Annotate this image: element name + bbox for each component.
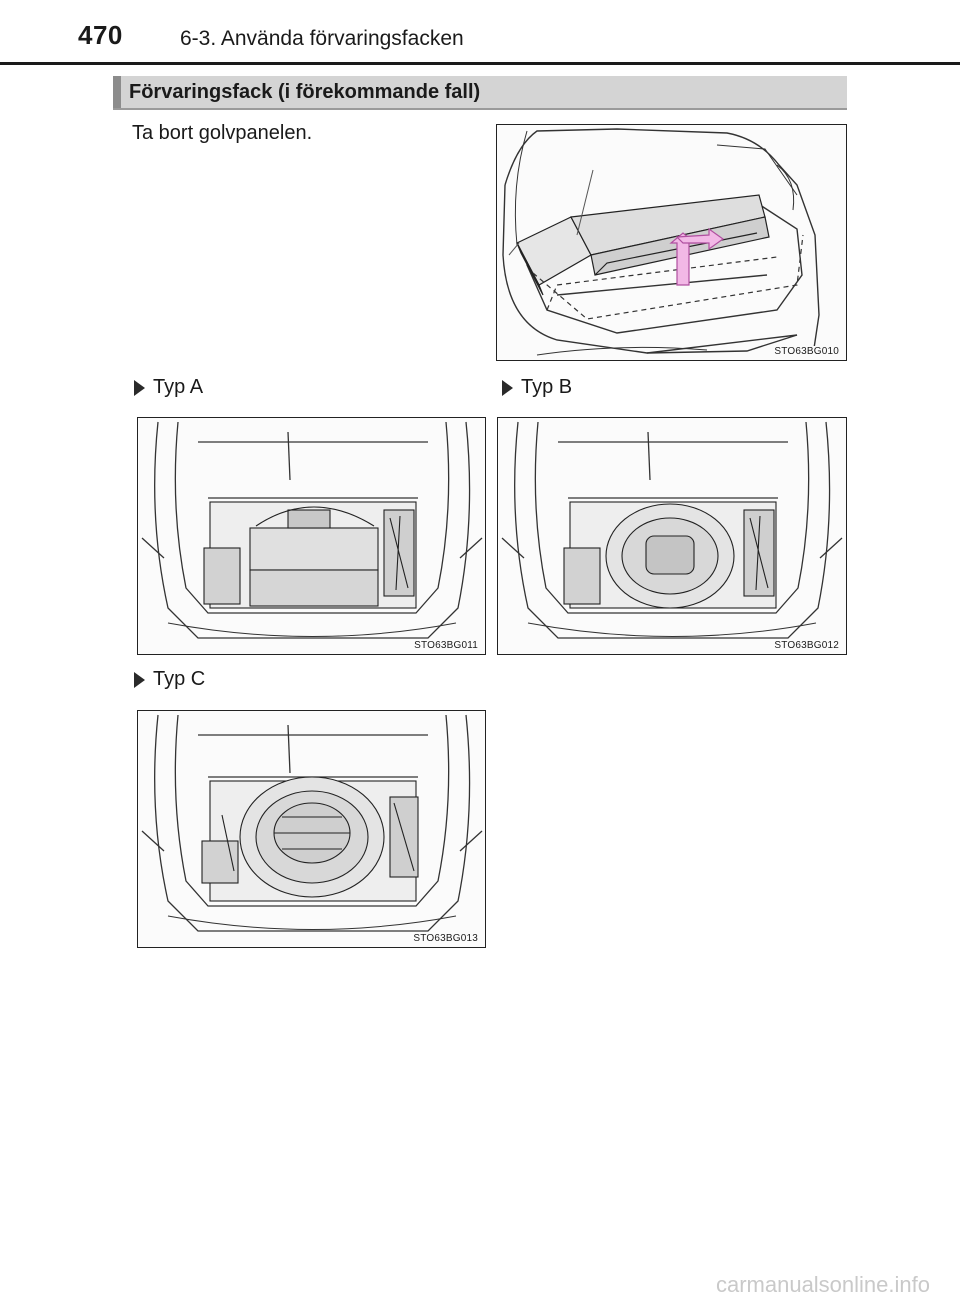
trunk-type-b-illustration bbox=[501, 421, 843, 639]
figure-type-b: STO63BG012 bbox=[497, 417, 847, 655]
page-header: 470 6-3. Använda förvaringsfacken bbox=[0, 0, 960, 66]
figure-remove-floor-panel: STO63BG010 bbox=[496, 124, 847, 361]
figure-type-a: STO63BG011 bbox=[137, 417, 486, 655]
heading-accent bbox=[113, 76, 121, 108]
type-c-label: Typ C bbox=[134, 668, 205, 691]
figure-code: STO63BG013 bbox=[411, 933, 480, 944]
subsection-heading: Förvaringsfack (i förekommande fall) bbox=[113, 76, 847, 110]
figure-code: STO63BG012 bbox=[772, 640, 841, 651]
watermark: carmanualsonline.info bbox=[715, 1272, 930, 1297]
trunk-type-c-illustration bbox=[141, 714, 483, 932]
triangle-right-icon bbox=[502, 379, 513, 396]
type-a-label-text: Typ A bbox=[153, 376, 204, 398]
triangle-right-icon bbox=[134, 379, 145, 396]
header-divider bbox=[0, 62, 960, 65]
page-number: 470 bbox=[78, 20, 123, 50]
type-c-label-text: Typ C bbox=[153, 668, 206, 690]
instruction-text: Ta bort golvpanelen. bbox=[132, 122, 313, 144]
trunk-type-a-illustration bbox=[141, 421, 483, 639]
section-title: 6-3. Använda förvaringsfacken bbox=[180, 27, 464, 50]
subsection-heading-label: Förvaringsfack (i förekommande fall) bbox=[129, 81, 481, 103]
trunk-open-illustration bbox=[502, 128, 820, 356]
type-b-label: Typ B bbox=[502, 376, 572, 399]
figure-type-c: STO63BG013 bbox=[137, 710, 486, 948]
figure-code: STO63BG010 bbox=[772, 346, 841, 357]
triangle-right-icon bbox=[134, 671, 145, 688]
type-a-label: Typ A bbox=[134, 376, 203, 399]
figure-code: STO63BG011 bbox=[412, 640, 480, 651]
type-b-label-text: Typ B bbox=[521, 376, 573, 398]
